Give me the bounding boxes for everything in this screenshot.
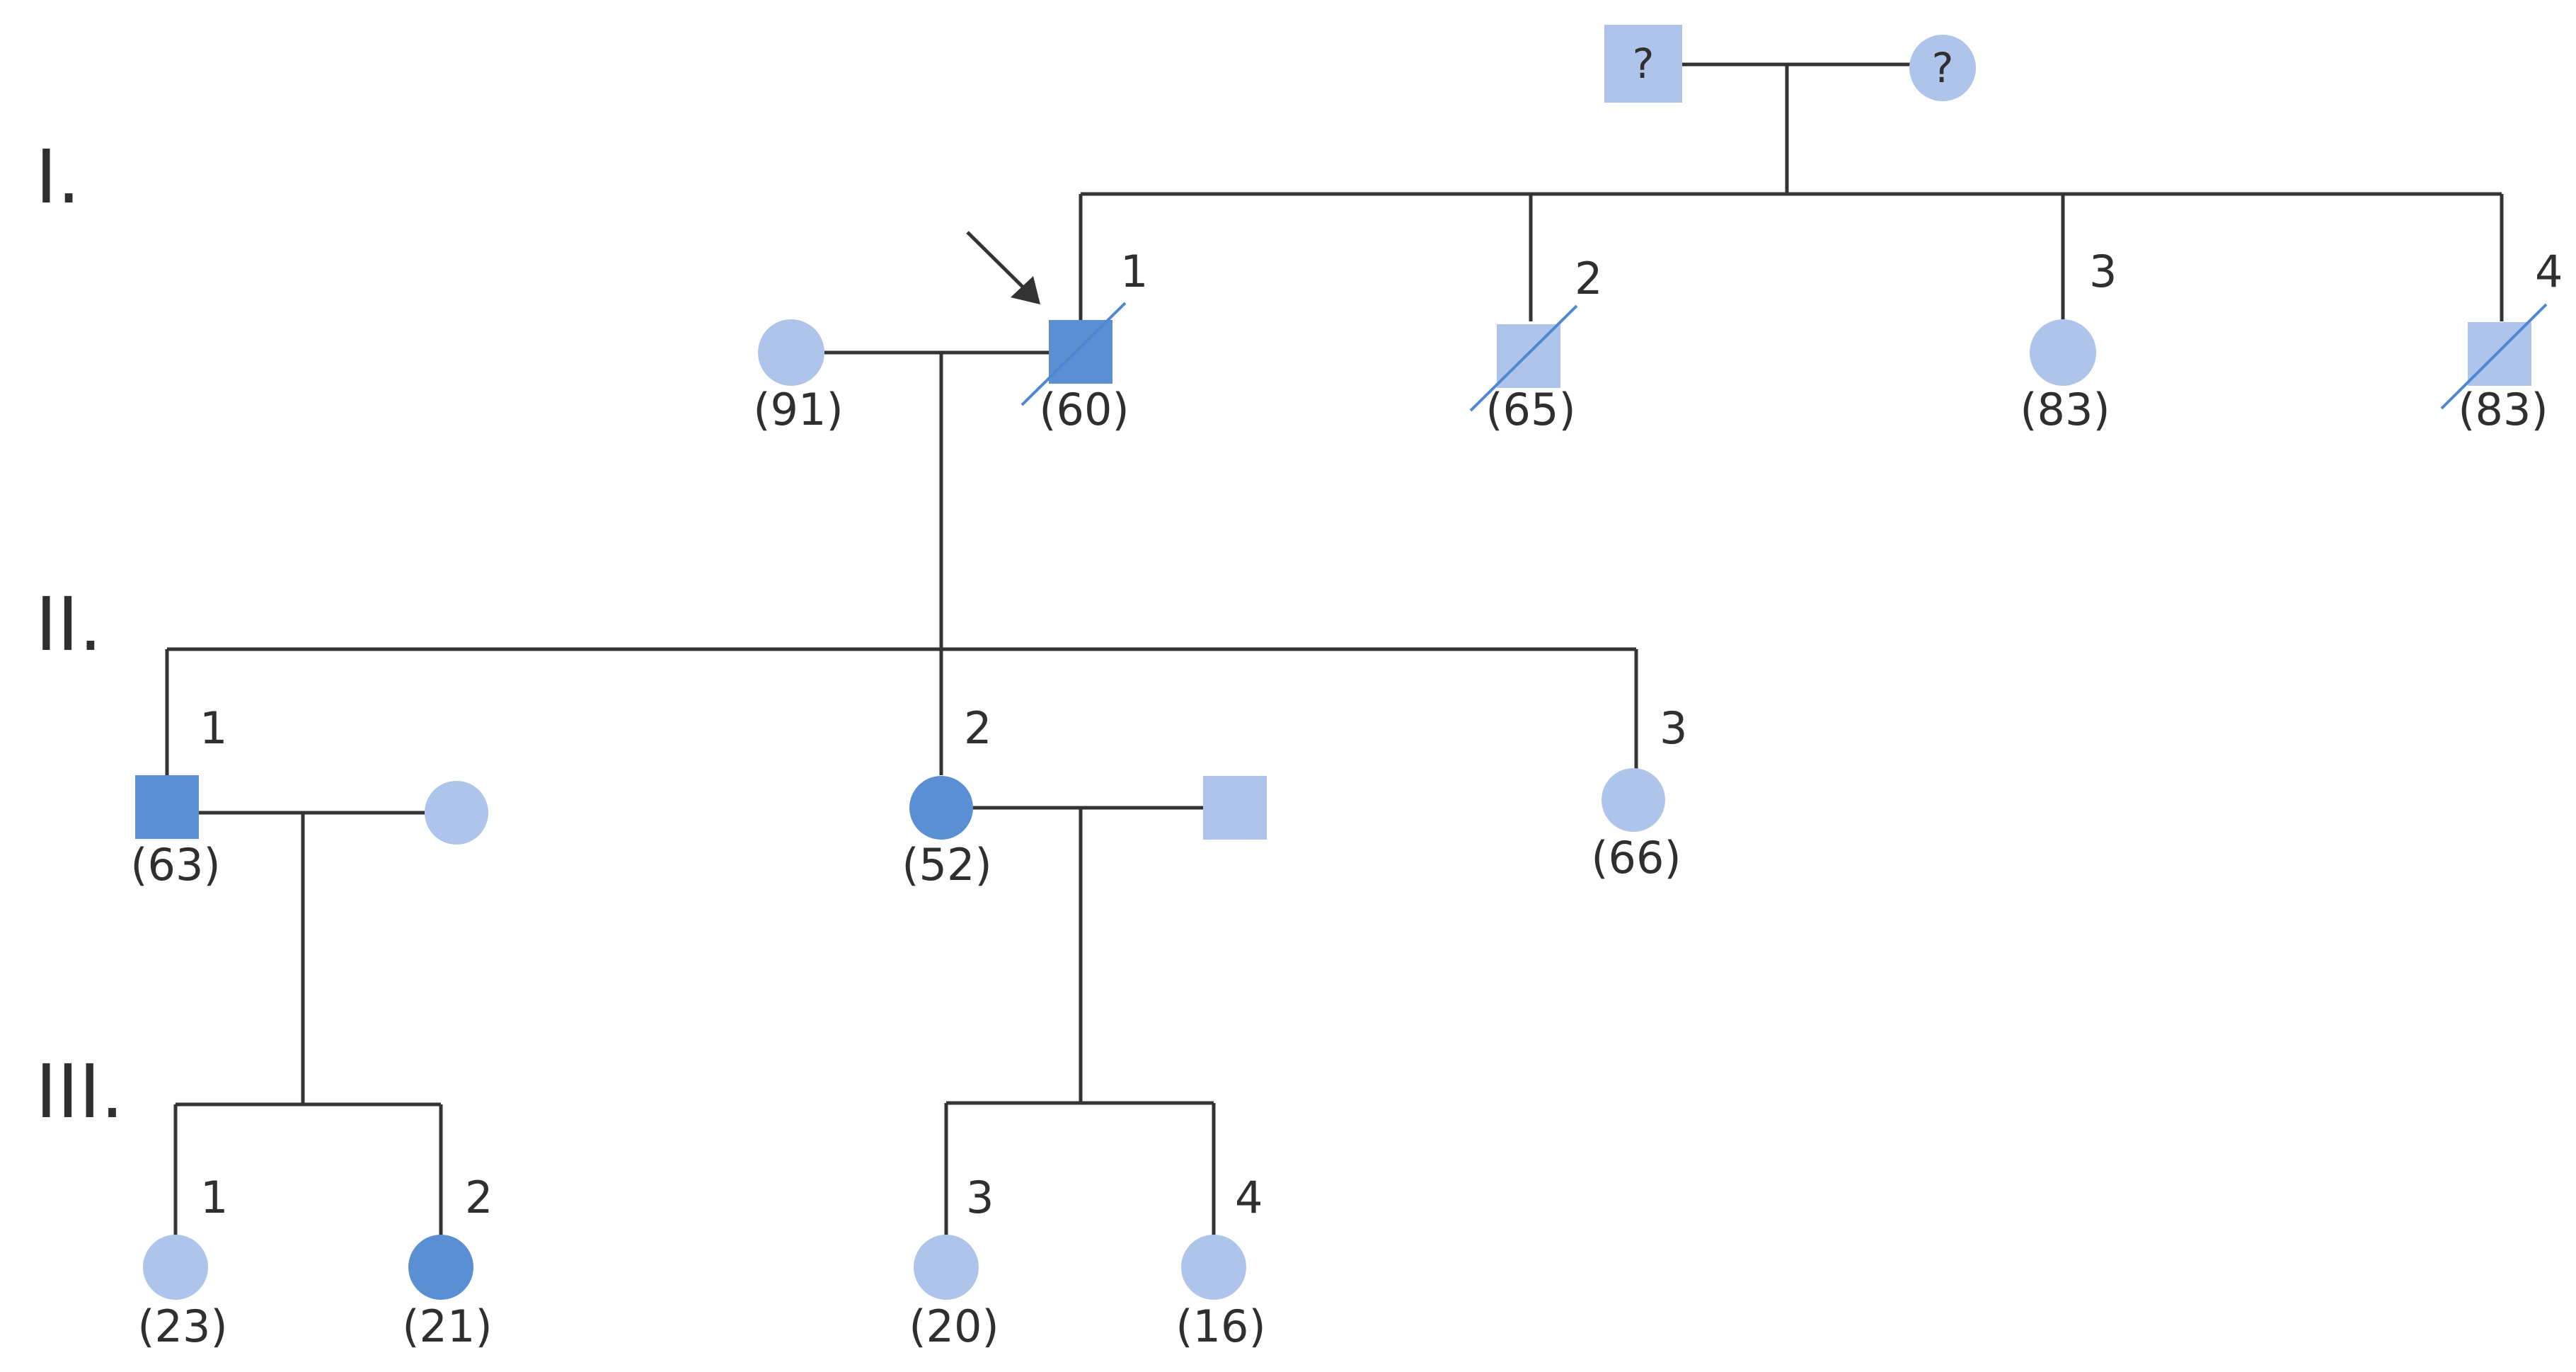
gen3-1-circle (143, 1235, 208, 1300)
gen1-spouse-circle (758, 319, 824, 386)
gen2-2-age: (52) (902, 839, 991, 891)
proband-arrow-head (1011, 276, 1040, 304)
gen2-1-square (135, 775, 199, 839)
gen3-4-age: (16) (1175, 1300, 1265, 1352)
founder-male-square (1604, 25, 1682, 103)
gen1-1-deceased-slash (1020, 302, 1127, 406)
gen1-4-age: (83) (2458, 384, 2548, 435)
connector-lines (165, 62, 2504, 1235)
gen3-1-number: 1 (200, 1172, 228, 1223)
gen1-1-square (1049, 320, 1112, 384)
founder-female-circle (1909, 35, 1976, 101)
founder-male-label: ? (1633, 40, 1655, 88)
gen2-3-circle (1602, 768, 1665, 832)
generation-label-3: III. (35, 1048, 124, 1135)
proband-arrow-shaft (966, 231, 1028, 292)
gen1-2-number: 2 (1575, 253, 1602, 304)
gen2-1-number: 1 (200, 702, 227, 754)
founder-female-label: ? (1932, 44, 1954, 92)
gen1-3-circle (2030, 319, 2096, 386)
gen2-1-spouse-circle (425, 781, 488, 845)
gen2-3-number: 3 (1660, 702, 1687, 754)
gen3-2-circle (408, 1235, 473, 1300)
gen1-3-number: 3 (2089, 246, 2117, 297)
gen3-3-age: (20) (909, 1300, 999, 1352)
gen1-spouse-age: (91) (753, 384, 843, 435)
gen2-2-number: 2 (964, 702, 991, 754)
gen3-3-number: 3 (966, 1172, 994, 1223)
gen1-1-age: (60) (1039, 384, 1129, 435)
gen2-2-circle (909, 776, 973, 840)
generation-label-2: II. (35, 581, 102, 668)
gen1-2-deceased-slash (1469, 304, 1578, 412)
gen3-3-circle (914, 1235, 979, 1300)
gen1-3-age: (83) (2020, 384, 2110, 435)
gen1-2-square (1497, 324, 1560, 388)
gen3-1-age: (23) (137, 1300, 227, 1352)
gen1-4-square (2468, 322, 2531, 386)
gen3-2-number: 2 (465, 1172, 493, 1223)
gen2-2-spouse-square (1203, 776, 1267, 840)
gen1-2-age: (65) (1485, 384, 1575, 435)
gen1-1-number: 1 (1120, 246, 1148, 297)
gen3-2-age: (21) (402, 1300, 492, 1352)
gen3-4-number: 4 (1235, 1172, 1263, 1223)
gen3-4-circle (1181, 1235, 1246, 1300)
gen2-3-age: (66) (1591, 832, 1681, 884)
gen1-4-number: 4 (2535, 246, 2563, 297)
gen1-4-deceased-slash (2440, 303, 2548, 410)
gen2-1-age: (63) (130, 839, 220, 891)
generation-label-1: I. (35, 134, 81, 220)
